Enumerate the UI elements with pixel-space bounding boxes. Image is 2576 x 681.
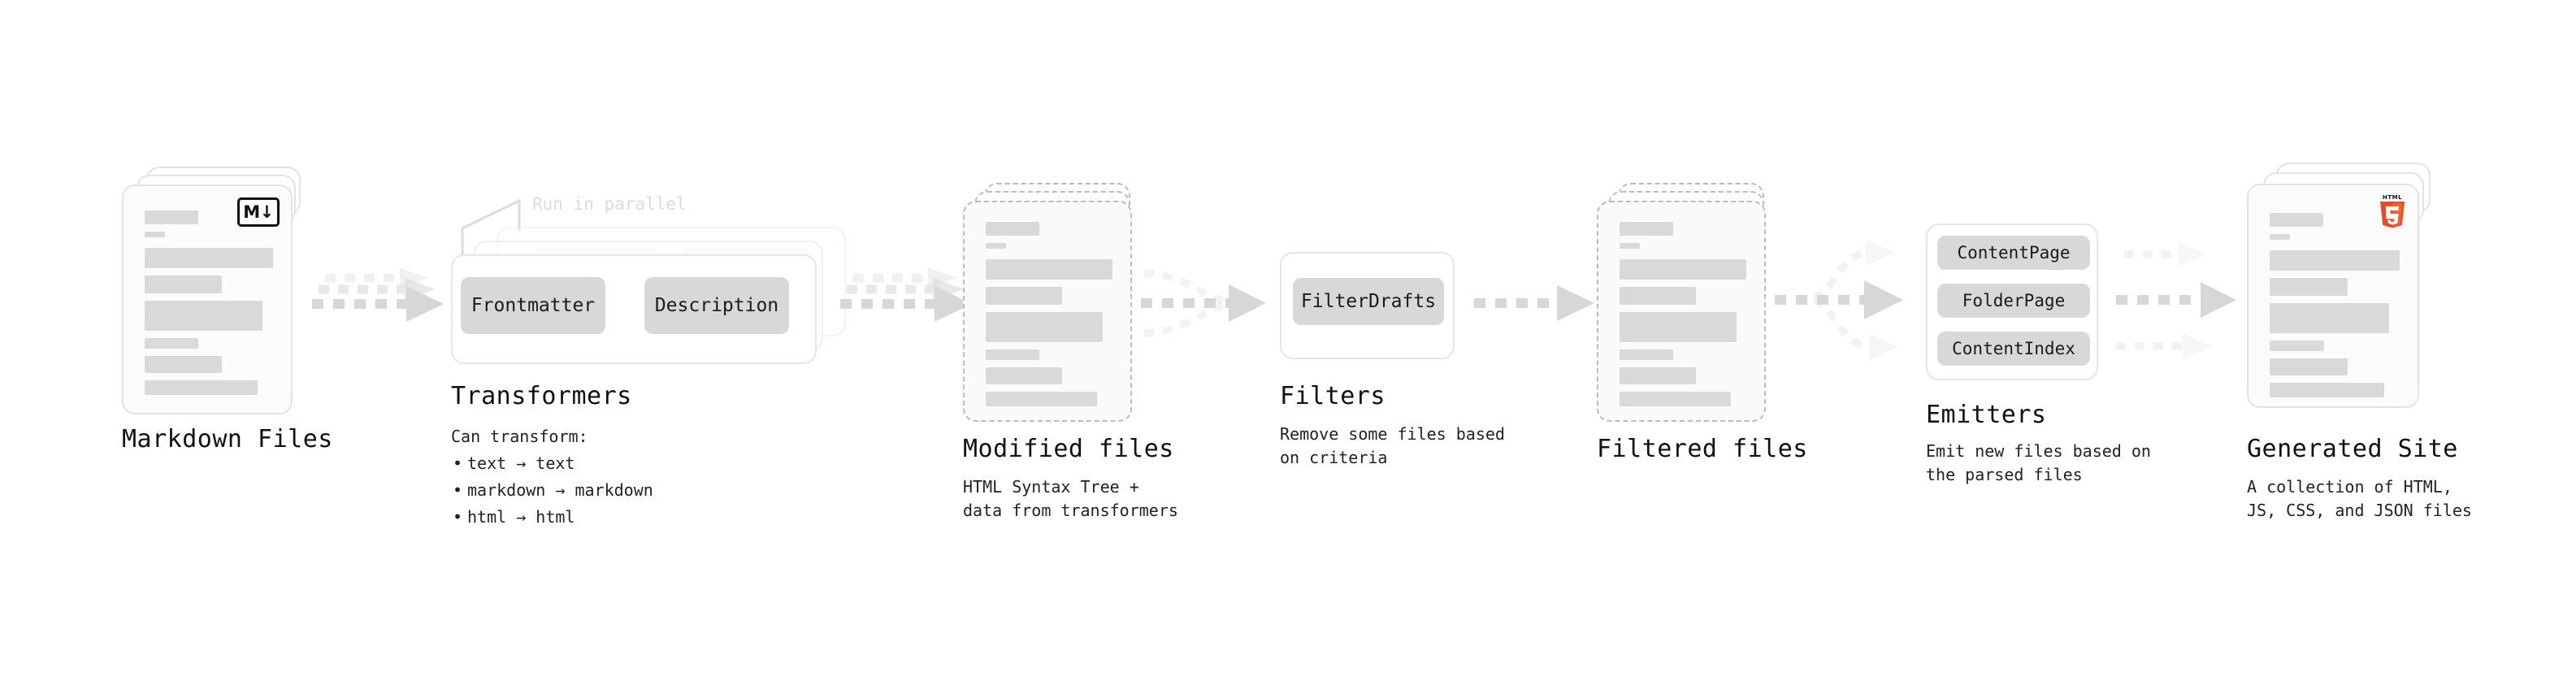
transformers-bullet-list: text → text markdown → markdown html → h… [451, 452, 653, 529]
emitters-panel: ContentPage FolderPage ContentIndex [1926, 223, 2098, 380]
arrow-transformers-to-modified [840, 268, 972, 322]
chip-contentpage[interactable]: ContentPage [1937, 236, 2090, 270]
transformers-description-lead: Can transform: [451, 427, 588, 446]
modified-card-skeleton [986, 222, 1112, 414]
site-card-skeleton [2270, 213, 2400, 405]
arrow-filters-to-filtered [1474, 285, 1594, 321]
filtered-card-front [1597, 201, 1766, 422]
markdown-card-skeleton [145, 210, 273, 402]
site-card-stack: CSS HTML [2247, 163, 2442, 414]
transformer-panel-front: Frontmatter Description [451, 254, 817, 364]
transformers-title: Transformers [451, 382, 632, 410]
transformers-bullet-1: markdown → markdown [453, 479, 653, 502]
filters-panel: FilterDrafts [1280, 252, 1455, 359]
chip-filterdrafts[interactable]: FilterDrafts [1293, 278, 1444, 325]
chip-folderpage[interactable]: FolderPage [1937, 284, 2090, 318]
run-in-parallel-bracket [461, 198, 521, 256]
arrow-modified-to-filters [1141, 269, 1266, 337]
chip-frontmatter[interactable]: Frontmatter [461, 277, 605, 334]
arrow-markdown-to-transformers [312, 268, 444, 322]
arrow-filtered-to-emitters [1775, 240, 1903, 360]
stage-filtered-files: Filtered files [1597, 183, 1807, 463]
modified-files-description: HTML Syntax Tree + data from transformer… [963, 477, 1178, 520]
transformers-description: Can transform: text → text markdown → ma… [451, 425, 653, 532]
chip-contentindex[interactable]: ContentIndex [1937, 332, 2090, 366]
svg-text:HTML: HTML [2383, 194, 2402, 201]
filters-description: Remove some files based on criteria [1280, 424, 1505, 467]
markdown-card-stack: M↓ [122, 167, 309, 419]
html5-badge: HTML [2377, 192, 2408, 228]
markdown-files-title: Markdown Files [122, 425, 333, 453]
stage-modified-files: Modified files HTML Syntax Tree + data f… [963, 183, 1178, 520]
emitters-title: Emitters [1926, 401, 2047, 429]
modified-files-title: Modified files [963, 435, 1174, 463]
generated-site-title: Generated Site [2247, 435, 2458, 463]
filtered-files-title: Filtered files [1597, 435, 1808, 463]
filtered-card-stack [1597, 183, 1784, 427]
markdown-card-front: M↓ [122, 184, 293, 414]
filtered-card-skeleton [1620, 222, 1746, 414]
filters-title: Filters [1280, 382, 1386, 410]
generated-site-description: A collection of HTML, JS, CSS, and JSON … [2247, 477, 2472, 520]
run-in-parallel-label: Run in parallel [532, 194, 687, 214]
chip-description[interactable]: Description [644, 277, 789, 334]
modified-card-stack [963, 183, 1150, 427]
arrow-emitters-to-site [2116, 241, 2236, 359]
transformers-bullet-2: html → html [453, 505, 653, 529]
transformers-bullet-0: text → text [453, 452, 653, 475]
site-card-front: HTML [2247, 184, 2419, 408]
markdown-badge: M↓ [237, 197, 280, 227]
emitters-description: Emit new files based on the parsed files [1926, 441, 2151, 484]
stage-markdown-files: M↓ Markdown Files [122, 167, 332, 453]
modified-card-front [963, 201, 1132, 422]
stage-generated-site: CSS HTML [2247, 163, 2472, 520]
